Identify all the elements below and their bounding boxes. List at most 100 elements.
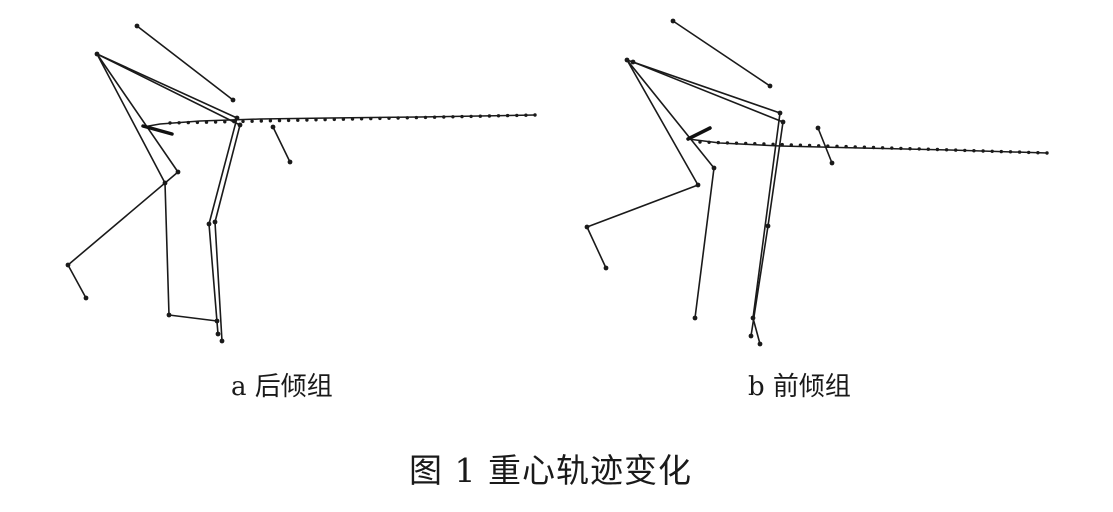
trajectory-point [707,140,711,144]
trajectory-point [963,148,967,153]
trajectory-point [871,145,876,150]
trajectory-point [789,143,793,147]
panel-a-forearm-segment [272,126,291,163]
trajectory-point [487,114,492,118]
joint-marker [670,18,676,24]
trajectory-point [496,114,501,118]
joint-marker [206,221,212,227]
trajectory-point [935,147,940,152]
trajectory-point [387,116,391,120]
joint-marker [162,180,168,186]
joint-marker [829,160,835,166]
trajectory-point [999,149,1003,154]
trajectory-point [341,117,346,121]
joint-marker [234,115,240,121]
trajectory-point [241,119,245,124]
trajectory-point [168,121,172,125]
trajectory-point [890,146,894,150]
trajectory-point [862,145,867,149]
trajectory-point [1008,150,1013,154]
trajectory-point [250,119,254,123]
joint-marker [83,295,89,301]
joint-marker [711,165,717,171]
trajectory-point [1017,150,1022,154]
trajectory-point [268,119,273,123]
trajectory-point [990,149,994,153]
trajectory-point [734,141,739,145]
joint-marker [765,223,771,229]
trajectory-point [223,120,227,124]
trajectory-point [744,141,748,146]
trajectory-point [277,118,282,123]
trajectory-point [369,116,373,121]
trajectory-point [917,147,921,151]
trajectory-point [305,118,309,122]
trajectory-point [1036,151,1040,155]
joint-marker [750,315,756,321]
joint-marker [815,125,821,131]
trajectory-point [314,118,318,122]
joint-marker [219,338,225,344]
joint-marker [748,333,754,339]
panel-b-upper-arm-segment [672,20,771,87]
trajectory-point [396,116,400,120]
trajectory-point [826,144,830,148]
joint-marker [237,122,243,128]
joint-marker [94,51,100,57]
panel-a-trajectory [142,114,536,128]
trajectory-point [817,144,821,148]
trajectory-point [359,117,364,121]
trajectory-point [259,119,263,123]
panel-a-trunk-front [96,53,241,342]
trajectory-point [807,143,812,148]
joint-marker [757,341,763,347]
panel-b-front-leg [586,59,699,269]
trajectory-point [844,144,848,149]
joint-marker [624,57,630,63]
trajectory-point [177,121,181,125]
trajectory-point [716,140,720,145]
trajectory-point [405,116,409,120]
trajectory-point [323,117,327,122]
trajectory-point [515,113,519,118]
trajectory-point [332,117,336,122]
trajectory-point [926,147,930,151]
panel-a-trajectory-head [141,124,174,136]
trajectory-point [944,148,949,152]
trajectory-point [899,146,903,151]
trajectory-point [195,120,200,125]
trajectory-point [296,118,300,122]
joint-marker [584,224,590,230]
trajectory-point [286,118,291,123]
trajectory-point [780,142,784,147]
panel-a-back-leg [96,53,218,322]
joint-marker [780,119,786,125]
trajectory-point [954,148,958,152]
joint-marker [166,312,172,318]
joint-marker [692,315,698,321]
joint-marker [175,169,181,175]
trajectory-point [232,119,236,124]
joint-marker [287,159,293,165]
trajectory-point [835,144,839,148]
panel-b-stick-figure [584,18,1049,347]
trajectory-point [469,114,473,119]
trajectory-point [771,142,775,146]
joint-marker [603,265,609,271]
trajectory-point [414,115,419,120]
trajectory-point [762,142,766,146]
trajectory-point [524,113,528,117]
trajectory-point [698,140,702,144]
panel-b-back-leg [626,59,715,319]
panel-a-stick-figure [65,23,537,344]
trajectory-point [460,114,464,119]
panel-b-trunk-front [626,59,781,345]
trajectory-point [1045,151,1049,155]
trajectory-point [1027,150,1031,155]
joint-marker [65,262,71,268]
trajectory-point [432,115,437,119]
panel-b-trunk-back [632,61,784,337]
joint-marker [695,182,701,188]
